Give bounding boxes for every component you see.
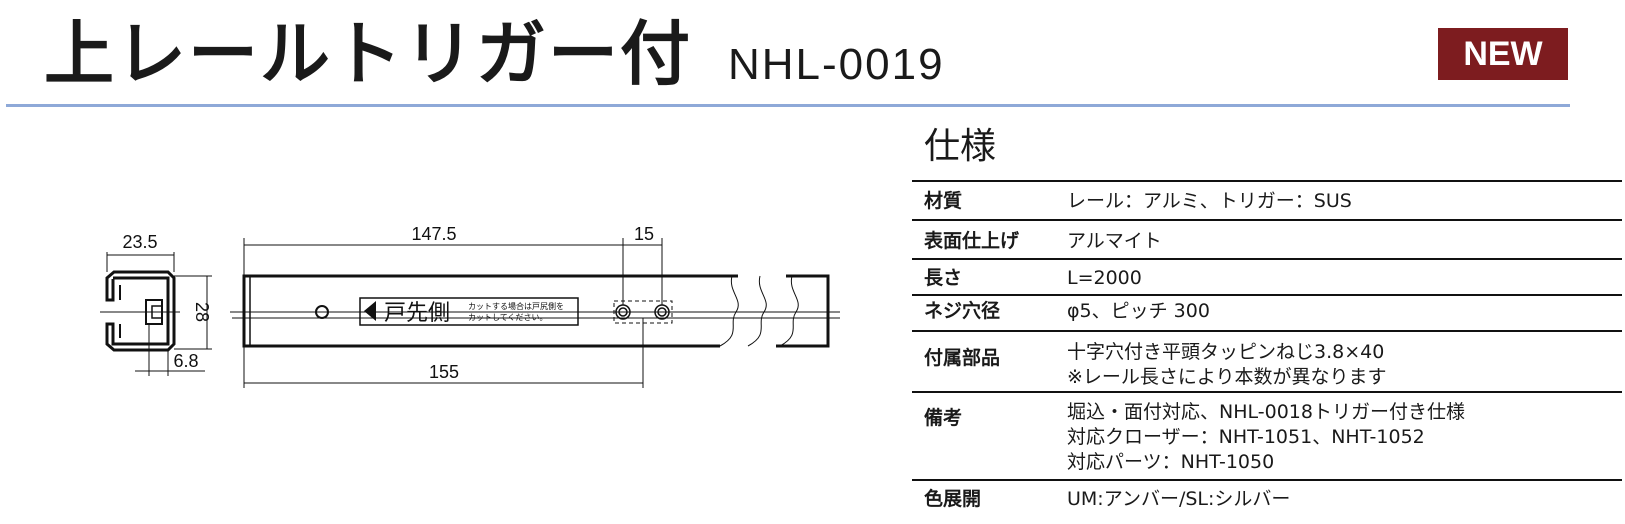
spec-label: ネジ穴径 — [924, 300, 1001, 322]
spec-value: UM:アンバー/SL:シルバー — [1067, 488, 1291, 510]
technical-drawing: 23.5 28 6.8 戸先側 カットする場合は戸尻側を カットし — [100, 224, 840, 388]
spec-table: 材質 レール：アルミ、トリガー：SUS 表面仕上げ アルマイト 長さ L=200… — [912, 180, 1622, 524]
title-rule — [6, 104, 1570, 107]
spec-row-screw-hole: ネジ穴径 φ5、ピッチ 300 — [912, 294, 1622, 330]
dim-to-slot: 155 — [243, 318, 644, 388]
spec-label: 材質 — [924, 190, 963, 212]
spec-label: 備考 — [924, 407, 963, 429]
spec-label: 付属部品 — [924, 347, 1001, 369]
spec-value: アルマイト — [1067, 230, 1162, 252]
spec-row-notes: 備考 堀込・面付対応、NHL-0018トリガー付き仕様 対応クローザー：NHT-… — [912, 391, 1622, 479]
model-number: NHL-0019 — [728, 40, 945, 89]
spec-label: 色展開 — [924, 488, 982, 510]
spec-row-material: 材質 レール：アルミ、トリガー：SUS — [912, 180, 1622, 219]
spec-label: 表面仕上げ — [924, 230, 1020, 252]
spec-value: レール：アルミ、トリガー：SUS — [1067, 190, 1352, 212]
spec-row-length: 長さ L=2000 — [912, 258, 1622, 294]
spec-heading: 仕様 — [924, 126, 997, 167]
spec-row-finish: 表面仕上げ アルマイト — [912, 219, 1622, 258]
dim-label-hole-pitch: 15 — [634, 224, 654, 244]
cut-note-line2: カットしてください。 — [468, 313, 548, 322]
dim-width: 23.5 — [106, 232, 175, 272]
dim-height: 28 — [174, 275, 212, 350]
spec-row-accessories: 付属部品 十字穴付き平頭タッピンねじ3.8×40 ※レール長さにより本数が異なり… — [912, 330, 1622, 391]
cut-note-line1: カットする場合は戸尻側を — [468, 301, 564, 311]
spec-value: 十字穴付き平頭タッピンねじ3.8×40 ※レール長さにより本数が異なります — [1067, 341, 1387, 388]
spec-label: 長さ — [924, 267, 963, 289]
dim-label-offset: 6.8 — [173, 351, 198, 371]
dim-label-height: 28 — [192, 302, 212, 322]
dim-label-width: 23.5 — [122, 232, 157, 252]
dim-label-to-hole: 147.5 — [411, 224, 456, 244]
new-badge: NEW — [1438, 28, 1568, 80]
rail-cross-section — [100, 270, 180, 352]
spec-row-colors: 色展開 UM:アンバー/SL:シルバー — [912, 479, 1622, 524]
rail-side-view — [230, 274, 840, 348]
page-title: 上レールトリガー付 — [44, 13, 692, 95]
door-side-text: 戸先側 — [384, 301, 450, 326]
dim-offset: 6.8 — [135, 324, 205, 376]
spec-value: 堀込・面付対応、NHL-0018トリガー付き仕様 対応クローザー：NHT-105… — [1067, 401, 1465, 473]
dim-to-hole: 147.5 — [243, 224, 624, 305]
door-side-label: 戸先側 カットする場合は戸尻側を カットしてください。 — [359, 297, 579, 326]
dim-label-to-slot: 155 — [429, 362, 459, 382]
dim-hole-pitch: 15 — [623, 224, 663, 305]
spec-value: φ5、ピッチ 300 — [1067, 300, 1210, 322]
spec-value: L=2000 — [1067, 267, 1142, 289]
